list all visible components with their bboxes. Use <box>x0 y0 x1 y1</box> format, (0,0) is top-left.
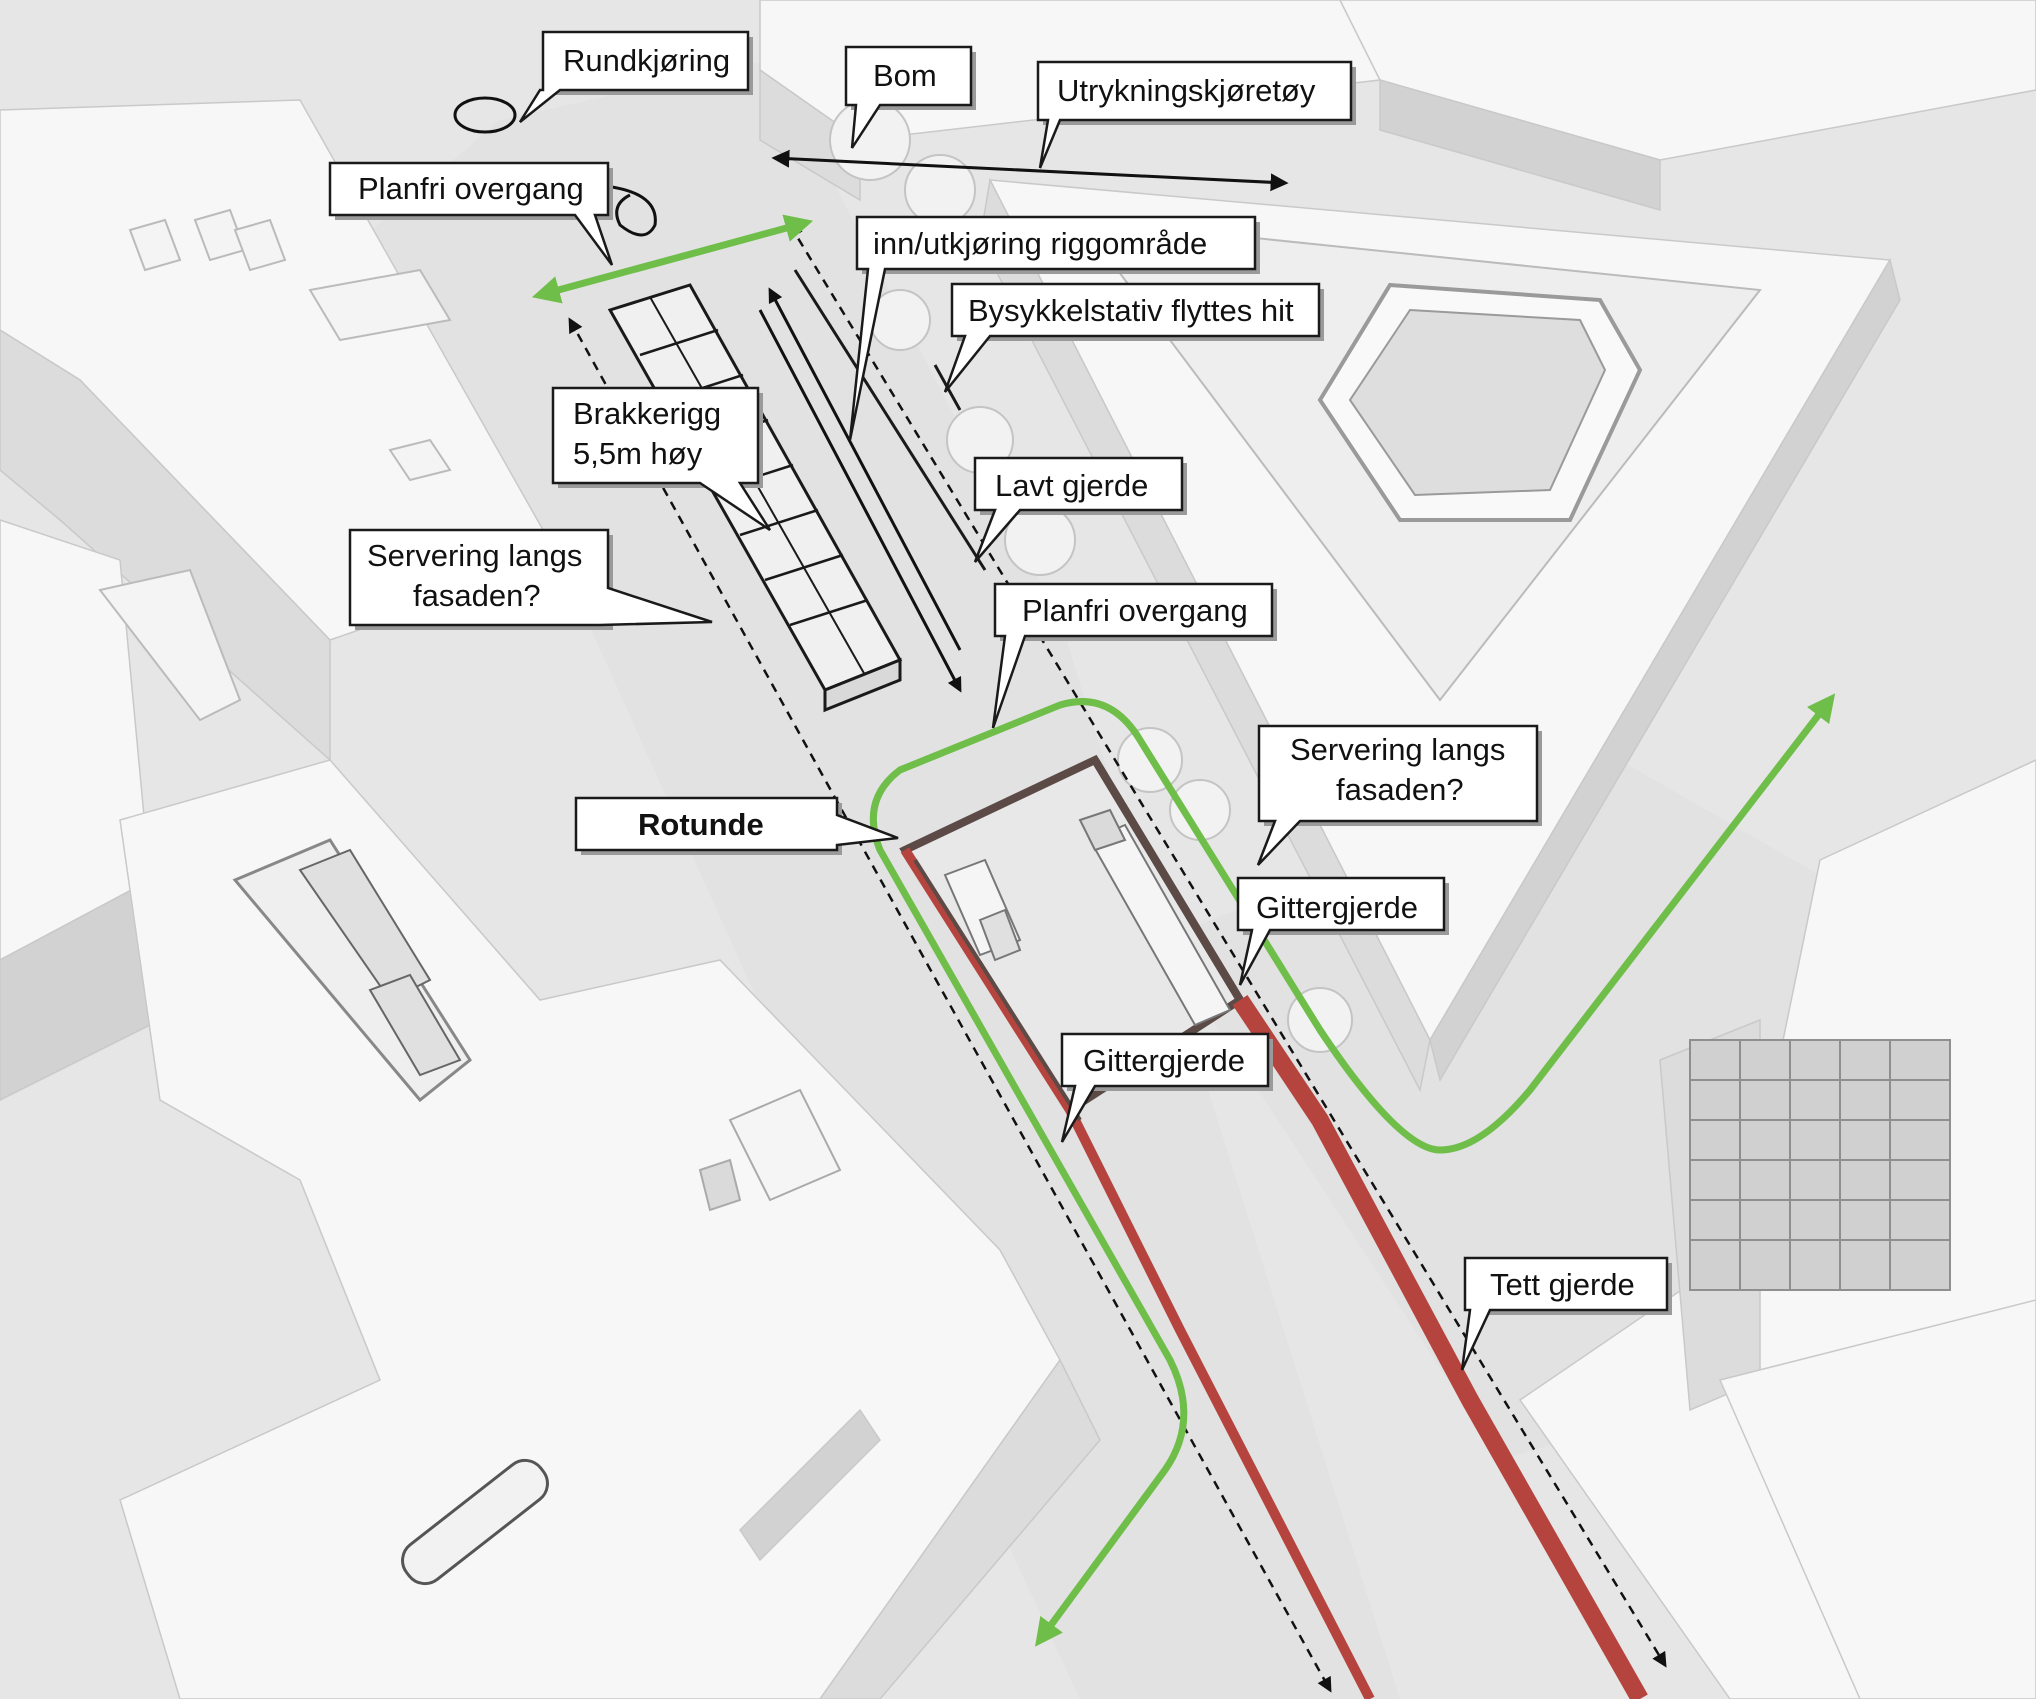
callout-gitter-right: Gittergjerde <box>1236 876 1449 986</box>
callout-rundkjoring: Rundkjøring <box>518 30 753 123</box>
label-rundkjoring: Rundkjøring <box>563 43 730 78</box>
label-brakkerigg-1: Brakkerigg <box>573 396 721 431</box>
label-gitter-right: Gittergjerde <box>1256 890 1418 925</box>
label-inn-ut: inn/utkjøring riggområde <box>873 226 1207 261</box>
callout-utrykning: Utrykningskjøretøy <box>1036 60 1356 169</box>
emergency-vehicle-arrow <box>771 149 1289 192</box>
label-planfri-top: Planfri overgang <box>358 171 584 206</box>
building-top-right-wall <box>1379 79 1661 211</box>
callout-bysykkel: Bysykkelstativ flyttes hit <box>943 282 1324 393</box>
callout-planfri-mid: Planfri overgang <box>991 582 1277 729</box>
callout-servering-left: Servering langs fasaden? <box>348 528 713 630</box>
green-pedestrian-route <box>869 693 1836 1647</box>
glass-facade <box>1689 1039 1951 1291</box>
crossing-loop-marker <box>594 183 657 237</box>
label-servering-right-2: fasaden? <box>1336 772 1464 807</box>
label-utrykning: Utrykningskjøretøy <box>1057 73 1316 108</box>
callout-brakkerigg: Brakkerigg 5,5m høy <box>551 386 772 532</box>
label-bysykkel: Bysykkelstativ flyttes hit <box>968 293 1294 328</box>
label-brakkerigg-2: 5,5m høy <box>573 436 703 471</box>
dashed-path-left <box>568 317 1332 1693</box>
callout-rotunde: Rotunde <box>574 796 899 855</box>
label-planfri-mid: Planfri overgang <box>1022 593 1248 628</box>
callout-lavt-gjerde: Lavt gjerde <box>973 456 1187 563</box>
callout-bom: Bom <box>844 45 976 149</box>
callouts: Rundkjøring Bom Utrykningskjøretøy Planf… <box>328 30 1672 1371</box>
label-servering-left-2: fasaden? <box>413 578 541 613</box>
label-tett-gjerde: Tett gjerde <box>1490 1267 1635 1302</box>
flow-arrows <box>453 96 1836 1693</box>
rooftop-element <box>401 1458 549 1586</box>
label-rotunde: Rotunde <box>638 807 764 842</box>
dashed-path-mid <box>788 222 1667 1668</box>
label-servering-right-1: Servering langs <box>1290 732 1505 767</box>
label-lavt-gjerde: Lavt gjerde <box>995 468 1148 503</box>
callout-inn-ut: inn/utkjøring riggområde <box>848 215 1260 441</box>
callout-planfri-top: Planfri overgang <box>328 161 614 266</box>
roundabout-marker <box>453 96 517 134</box>
building-top-right <box>1339 0 2036 161</box>
label-servering-left-1: Servering langs <box>367 538 582 573</box>
label-bom: Bom <box>873 58 937 93</box>
green-crossing-top <box>531 214 814 304</box>
callout-servering-right: Servering langs fasaden? <box>1256 724 1542 866</box>
label-gitter-left: Gittergjerde <box>1083 1043 1245 1078</box>
callout-tett-gjerde: Tett gjerde <box>1460 1256 1672 1371</box>
callout-gitter-left: Gittergjerde <box>1060 1032 1273 1143</box>
